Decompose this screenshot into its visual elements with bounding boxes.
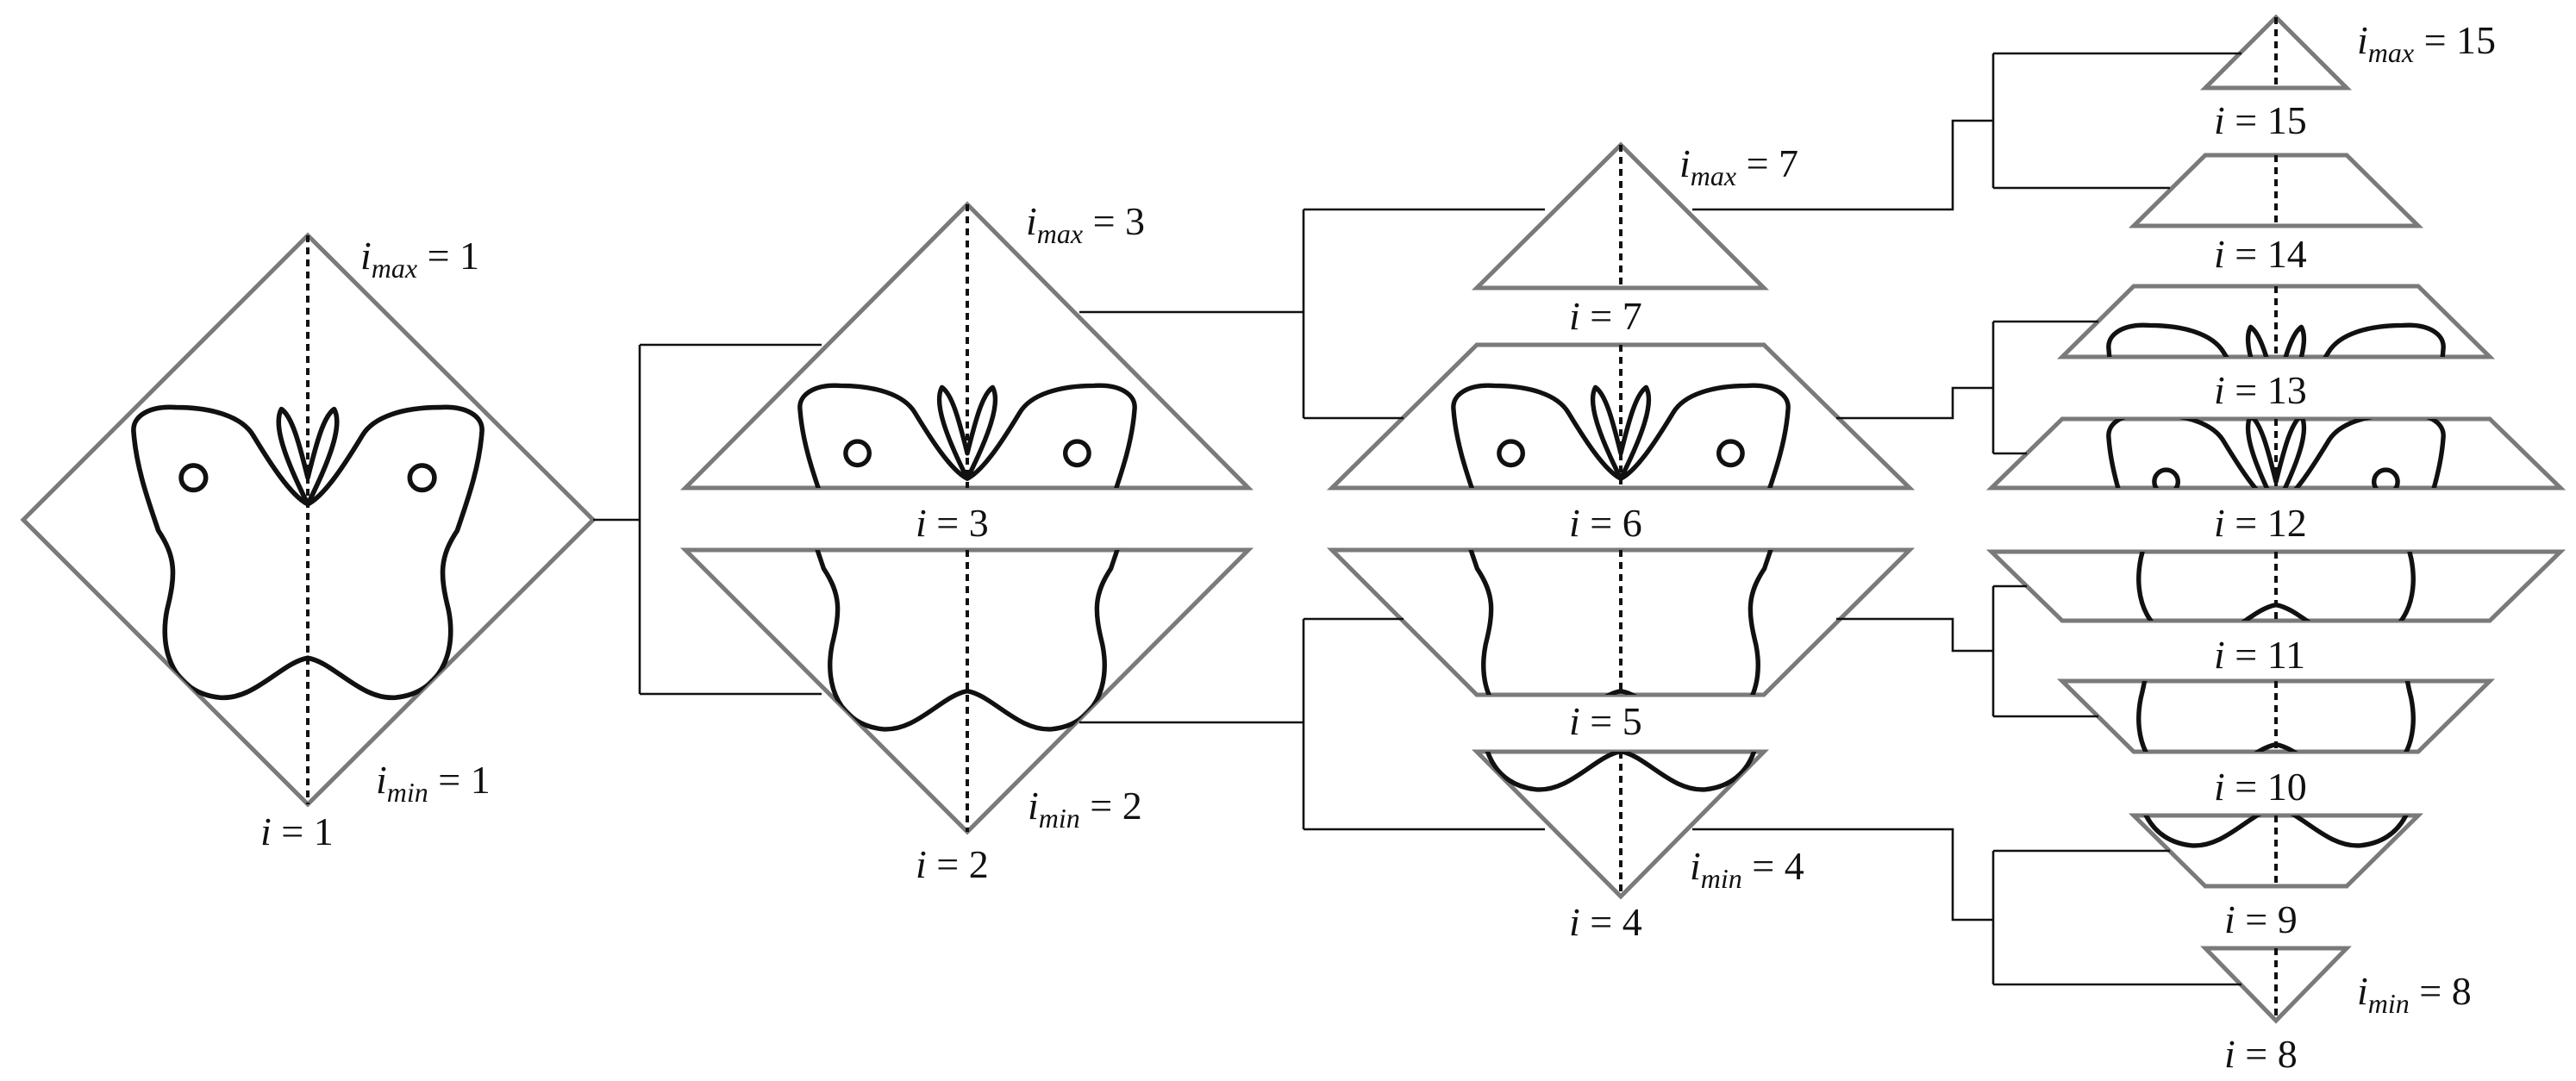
node-level-0: [20, 232, 597, 808]
node-i-10: [2056, 678, 2496, 754]
label-i-6: i = 6: [1569, 501, 1642, 545]
label-imin-8: imin = 8: [2357, 969, 2472, 1019]
label-imin-1: imin = 1: [376, 758, 491, 808]
label-i-13: i = 13: [2214, 368, 2307, 412]
label-imax-1: imax = 1: [360, 234, 479, 284]
node-i-13: [2056, 284, 2496, 359]
label-i-14: i = 14: [2214, 232, 2307, 276]
label-i-9: i = 9: [2224, 897, 2298, 941]
label-i-3: i = 3: [916, 501, 989, 545]
label-imax-7: imax = 7: [1679, 141, 1798, 191]
label-imin-4: imin = 4: [1690, 844, 1804, 894]
node-i-7: [1471, 141, 1770, 291]
node-i-4: [1471, 749, 1769, 900]
connectors: [593, 52, 2241, 986]
label-i-8: i = 8: [2224, 1032, 2298, 1076]
label-i-1: i = 1: [260, 809, 334, 853]
label-i-4: i = 4: [1569, 900, 1642, 944]
node-i-5: [1326, 547, 1916, 697]
labels: imax = 1 imin = 1 i = 1 imax = 3 imin = …: [260, 18, 2496, 1076]
label-i-15: i = 15: [2214, 98, 2307, 142]
label-i-11: i = 11: [2214, 633, 2305, 677]
node-i-12: [1985, 416, 2567, 491]
node-i-3: [679, 201, 1254, 491]
node-i-6: [1326, 342, 1916, 491]
node-i-11: [1985, 549, 2567, 623]
label-imax-15: imax = 15: [2357, 18, 2496, 68]
label-imax-3: imax = 3: [1026, 199, 1145, 249]
label-i-7: i = 7: [1569, 294, 1642, 338]
node-i-2: [679, 547, 1254, 835]
node-i-14: [2128, 153, 2424, 228]
label-i-12: i = 12: [2214, 501, 2307, 545]
label-imin-2: imin = 2: [1028, 784, 1142, 834]
node-i-9: [2128, 813, 2424, 889]
label-i-10: i = 10: [2214, 765, 2307, 809]
label-i-5: i = 5: [1569, 699, 1642, 743]
label-i-2: i = 2: [916, 842, 989, 886]
